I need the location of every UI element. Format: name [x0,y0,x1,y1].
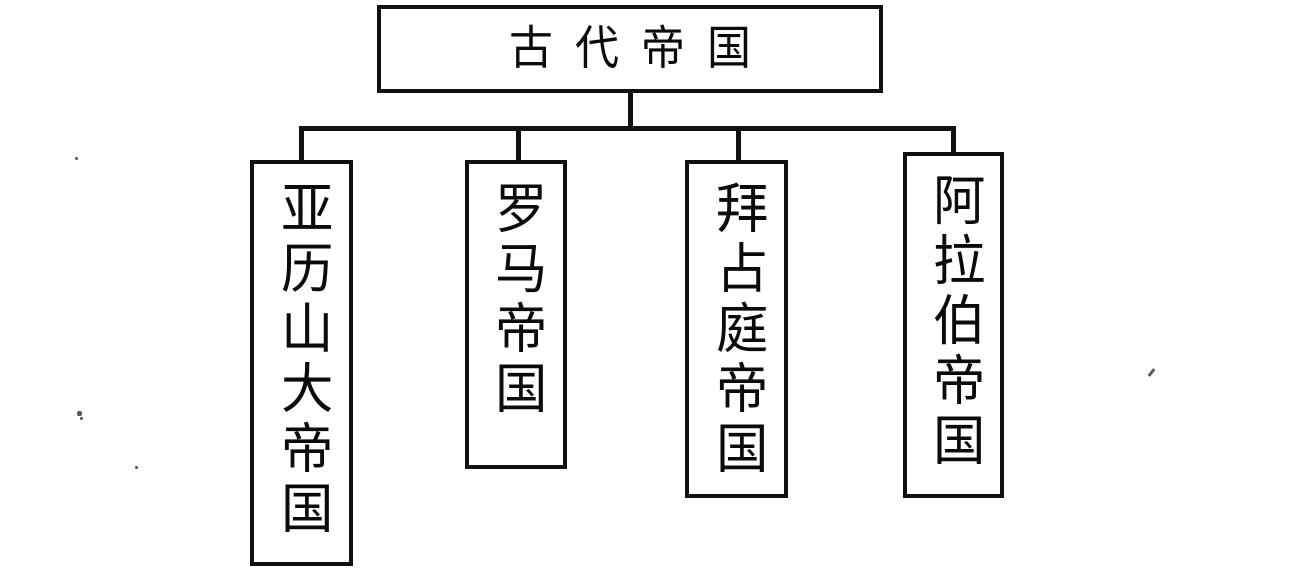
connector-drop-child-3 [951,126,956,154]
connector-drop-child-0 [299,126,304,162]
node-child-alexander[interactable]: 亚历山大帝国 [250,160,353,566]
connector-drop-child-1 [516,126,521,162]
connector-root-stem [628,92,633,130]
node-child-roman-label: 罗马帝国 [485,180,547,420]
node-child-byzantine[interactable]: 拜占庭帝国 [685,160,788,498]
scan-speck [135,466,138,469]
scan-speck [77,411,82,416]
scan-speck [80,417,83,420]
node-child-roman[interactable]: 罗马帝国 [465,160,567,469]
node-child-arab[interactable]: 阿拉伯帝国 [903,152,1004,498]
node-child-arab-label: 阿拉伯帝国 [923,172,985,472]
node-child-alexander-label: 亚历山大帝国 [271,180,333,540]
scan-speck [75,157,78,160]
node-root-label: 古代帝国 [509,21,773,76]
connector-horizontal-bus [299,126,956,131]
scan-speck [1147,368,1156,377]
node-root[interactable]: 古代帝国 [377,5,883,93]
connector-drop-child-2 [736,126,741,162]
node-child-byzantine-label: 拜占庭帝国 [706,180,768,480]
